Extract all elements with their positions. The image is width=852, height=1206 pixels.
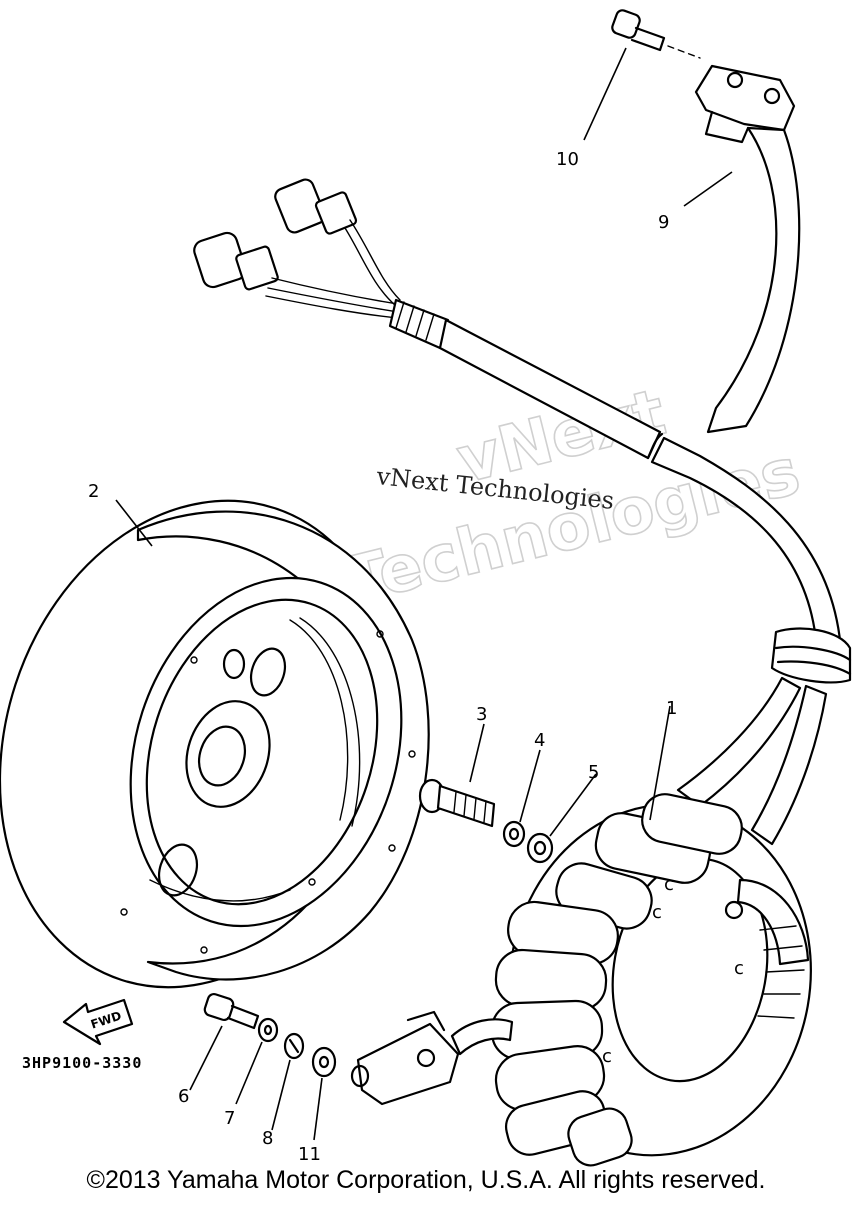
copyright-notice: ©2013 Yamaha Motor Corporation, U.S.A. A… xyxy=(86,1166,766,1194)
svg-text:c: c xyxy=(664,874,674,895)
callout-labels: 2 10 9 3 4 5 1 6 7 8 11 xyxy=(88,149,677,1165)
part-code: 3HP9100-3330 xyxy=(22,1054,142,1072)
callout-7: 7 xyxy=(224,1108,235,1129)
part-9-bracket xyxy=(694,64,801,434)
wire-harness xyxy=(193,178,852,846)
part-4-washer xyxy=(502,820,526,848)
callout-11: 11 xyxy=(298,1144,321,1165)
leader-lines xyxy=(115,47,733,1141)
part-10-bolt xyxy=(611,9,701,59)
svg-text:c: c xyxy=(652,902,662,923)
callout-5: 5 xyxy=(588,762,599,783)
part-7-washer xyxy=(257,1017,279,1043)
part-6-screw xyxy=(203,992,260,1030)
callout-4: 4 xyxy=(534,730,545,751)
svg-text:c: c xyxy=(602,1046,612,1067)
callout-3: 3 xyxy=(476,704,487,725)
callout-1: 1 xyxy=(666,698,677,719)
callout-10: 10 xyxy=(556,149,579,170)
part-8-lockwasher xyxy=(283,1032,305,1060)
callout-9: 9 xyxy=(658,212,669,233)
part-3-bolt xyxy=(418,778,496,828)
part-11-washer xyxy=(311,1046,337,1078)
part-5-washer xyxy=(526,832,554,864)
callout-2: 2 xyxy=(88,481,99,502)
callout-6: 6 xyxy=(178,1086,189,1107)
callout-8: 8 xyxy=(262,1128,273,1149)
part-2-rotor xyxy=(0,499,430,989)
svg-text:c: c xyxy=(734,958,744,979)
part-1-stator: c c c c xyxy=(490,793,812,1167)
pickup-coil xyxy=(350,1010,514,1106)
fwd-arrow-icon: FWD xyxy=(62,998,134,1046)
